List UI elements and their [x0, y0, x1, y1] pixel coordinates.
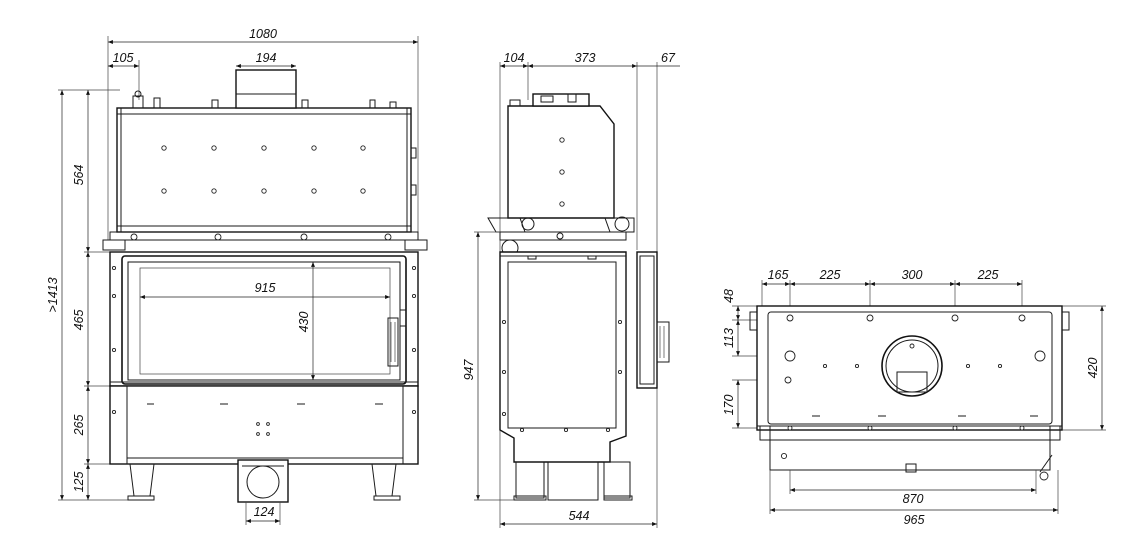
dim-width-overall: 1080: [249, 27, 277, 41]
front-top-box: [116, 107, 412, 233]
dim-offset-lower: 170: [722, 395, 736, 416]
dim-spacing-4: 225: [977, 268, 999, 282]
dim-height-feet: 125: [72, 472, 86, 493]
dim-outer-width: 965: [904, 513, 925, 527]
dim-offset-middle: 113: [722, 328, 736, 348]
dim-depth: 420: [1086, 358, 1100, 379]
dim-depth-rear: 67: [661, 51, 676, 65]
side-door: [636, 251, 658, 389]
dim-offset-left: 105: [113, 51, 134, 65]
bottom-outer-frame: [756, 305, 1063, 431]
dim-inner-width: 870: [903, 492, 924, 506]
front-lower-box: [109, 385, 419, 465]
dim-glass-width: 915: [255, 281, 276, 295]
side-top-box: [507, 105, 615, 219]
dim-depth-middle: 373: [575, 51, 596, 65]
bottom-flue-opening: [881, 335, 943, 397]
front-flue: [235, 69, 297, 109]
front-bottom-flue: [237, 459, 289, 503]
dim-depth-front: 104: [504, 51, 525, 65]
front-top-holes: [161, 145, 366, 194]
dim-height-lower: 265: [72, 415, 86, 437]
dim-height-total: >1413: [46, 277, 60, 312]
dim-spacing-3: 300: [902, 268, 923, 282]
bottom-holes: [784, 314, 1046, 431]
bottom-view: 165 225 300 225 48 113 170 420: [722, 268, 1106, 527]
front-view: 1080 105 194 >1413 564 465 265 125: [46, 27, 428, 525]
dim-spacing-2: 225: [819, 268, 841, 282]
dim-flue-width: 194: [256, 51, 277, 65]
dim-depth-total: 544: [569, 509, 590, 523]
dim-spacing-1: 165: [768, 268, 789, 282]
dim-height-top: 564: [72, 165, 86, 186]
front-frame: [109, 251, 419, 387]
dim-offset-top: 48: [722, 289, 736, 303]
side-view: 104 373 67: [462, 51, 680, 528]
dim-height-middle: 465: [72, 310, 86, 331]
dim-flue-bottom-width: 124: [254, 505, 275, 519]
dim-side-height: 947: [462, 359, 476, 381]
dim-glass-height: 430: [297, 312, 311, 333]
